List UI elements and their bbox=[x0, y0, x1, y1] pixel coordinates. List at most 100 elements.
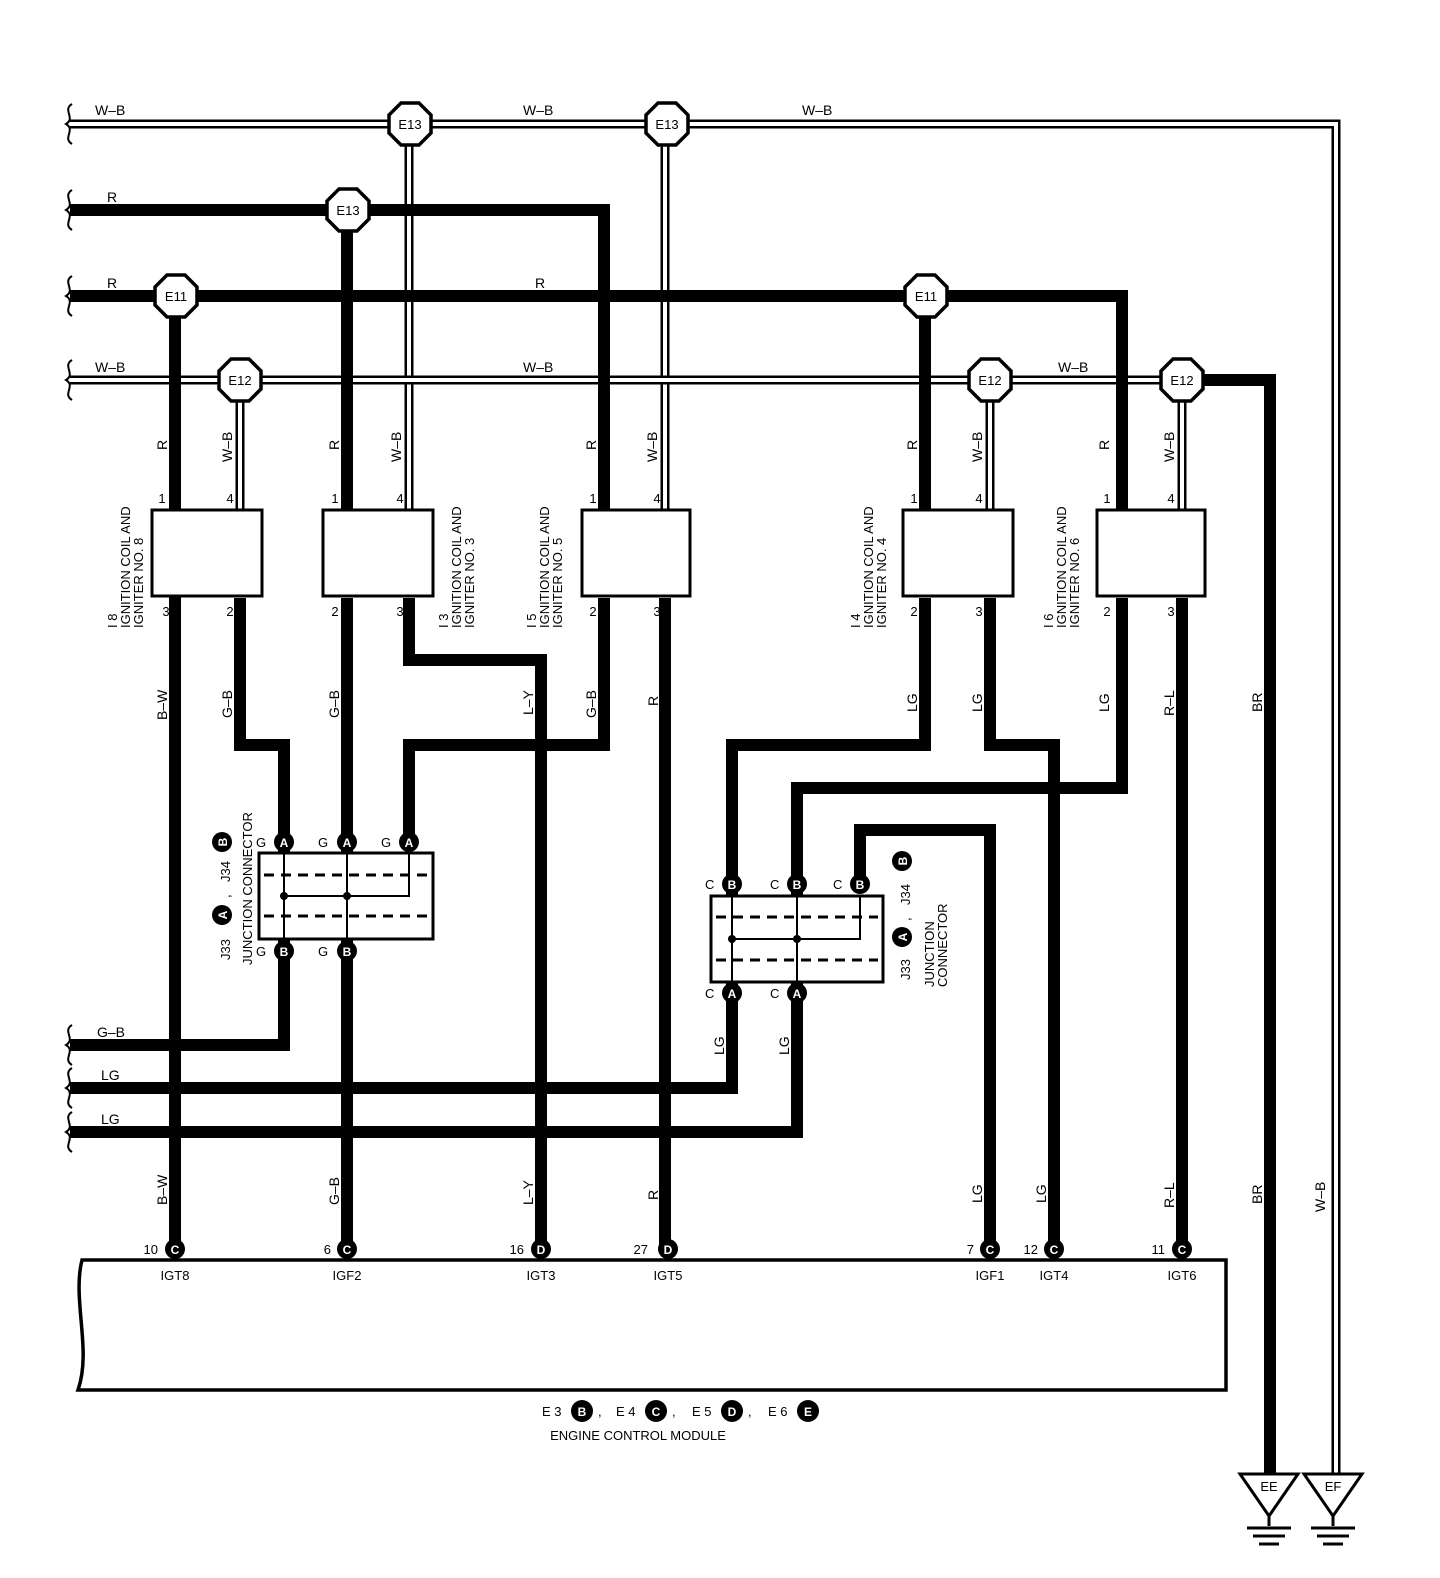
svg-text:IGT6: IGT6 bbox=[1168, 1268, 1197, 1283]
wire-lg-coil6 bbox=[70, 598, 1128, 1138]
svg-text:G: G bbox=[256, 835, 266, 850]
svg-text:1: 1 bbox=[1103, 491, 1110, 506]
coil8-ref: I 8 bbox=[105, 614, 120, 628]
svg-text:4: 4 bbox=[226, 491, 233, 506]
svg-text:E11: E11 bbox=[915, 289, 937, 304]
splice-e13-a: E13 bbox=[387, 101, 433, 147]
svg-text:A: A bbox=[728, 987, 737, 1001]
label-r-mid-1: R bbox=[107, 275, 117, 291]
splice-e12-a: E12 bbox=[217, 357, 263, 403]
svg-text:E13: E13 bbox=[398, 117, 421, 132]
svg-text:J33: J33 bbox=[218, 939, 233, 960]
svg-text:,: , bbox=[598, 1404, 602, 1419]
label-coil3-wb: W–B bbox=[388, 432, 404, 462]
svg-text:2: 2 bbox=[1103, 604, 1110, 619]
svg-text:C: C bbox=[705, 877, 714, 892]
label-left-lg-2: LG bbox=[101, 1111, 120, 1127]
svg-text:4: 4 bbox=[396, 491, 403, 506]
junction-right-title-2: CONNECTOR bbox=[935, 903, 950, 987]
ignition-coil-4: 1 4 2 3 I 4 IGNITION COIL AND IGNITER NO… bbox=[848, 491, 1015, 628]
svg-text:C: C bbox=[1050, 1243, 1059, 1257]
svg-text:J33: J33 bbox=[898, 959, 913, 980]
coil6-name-1: IGNITION COIL AND bbox=[1054, 506, 1069, 628]
svg-text:3: 3 bbox=[975, 604, 982, 619]
wire-lg-igf1 bbox=[854, 824, 996, 1248]
ecm-terminal-igt8: 10 C IGT8 bbox=[144, 1239, 190, 1283]
svg-text:,: , bbox=[218, 894, 233, 898]
svg-text:2: 2 bbox=[910, 604, 917, 619]
label-wb-top-1: W–B bbox=[95, 102, 125, 118]
svg-text:12: 12 bbox=[1024, 1242, 1038, 1257]
wire-lg-coil4 bbox=[70, 598, 931, 1094]
label-left-gb: G–B bbox=[97, 1024, 125, 1040]
svg-text:B: B bbox=[280, 945, 289, 959]
label-r-mid-2: R bbox=[535, 275, 545, 291]
svg-text:J34: J34 bbox=[218, 861, 233, 882]
svg-text:C: C bbox=[171, 1243, 180, 1257]
svg-text:C: C bbox=[652, 1405, 661, 1419]
ecm-terminal-igf2: 6 C IGF2 bbox=[324, 1239, 361, 1283]
svg-text:3: 3 bbox=[653, 604, 660, 619]
wire-r-top bbox=[70, 204, 610, 510]
svg-text:6: 6 bbox=[324, 1242, 331, 1257]
svg-text:4: 4 bbox=[1167, 491, 1174, 506]
coil5-ref: I 5 bbox=[524, 614, 539, 628]
label-wb-top-2: W–B bbox=[523, 102, 553, 118]
ignition-coil-8: 1 4 3 2 I 8 IGNITION COIL AND IGNITER NO… bbox=[105, 491, 264, 628]
ignition-coil-5: 1 4 2 3 I 5 IGNITION COIL AND IGNITER NO… bbox=[524, 491, 692, 628]
svg-text:,: , bbox=[748, 1404, 752, 1419]
svg-text:C: C bbox=[770, 986, 779, 1001]
label-mid-br: BR bbox=[1249, 693, 1265, 712]
label-coil6-wb: W–B bbox=[1161, 432, 1177, 462]
svg-text:E 5: E 5 bbox=[692, 1404, 712, 1419]
ignition-coil-6: 1 4 2 3 I 6 IGNITION COIL AND IGNITER NO… bbox=[1041, 491, 1207, 628]
wire-gb-coil5 bbox=[403, 598, 610, 845]
svg-text:G: G bbox=[318, 835, 328, 850]
coil5-name-2: IGNITER NO. 5 bbox=[550, 538, 565, 628]
coil3-name-1: IGNITION COIL AND bbox=[449, 506, 464, 628]
svg-text:G: G bbox=[318, 944, 328, 959]
svg-text:16: 16 bbox=[510, 1242, 524, 1257]
svg-text:E11: E11 bbox=[165, 289, 187, 304]
svg-text:2: 2 bbox=[226, 604, 233, 619]
svg-text:,: , bbox=[672, 1404, 676, 1419]
svg-text:E 4: E 4 bbox=[616, 1404, 636, 1419]
ecm-connector-refs: E 3 B , E 4 C , E 5 D , E 6 E ENGINE CON… bbox=[542, 1400, 819, 1443]
label-coil4-wb: W–B bbox=[969, 432, 985, 462]
label-r-top: R bbox=[107, 189, 117, 205]
svg-text:B: B bbox=[578, 1405, 587, 1419]
ecm-terminals: 10 C IGT8 6 C IGF2 16 D IGT3 27 D bbox=[144, 1239, 1197, 1283]
wire-break-marks bbox=[64, 103, 73, 1153]
junction-left-title: JUNCTION CONNECTOR bbox=[240, 812, 255, 965]
wire-ly bbox=[403, 598, 547, 1248]
svg-text:2: 2 bbox=[589, 604, 596, 619]
svg-text:B: B bbox=[896, 856, 910, 865]
label-mid-gb-2: G–B bbox=[326, 690, 342, 718]
label-wb-top-3: W–B bbox=[802, 102, 832, 118]
label-wb-low-2: W–B bbox=[523, 359, 553, 375]
svg-text:4: 4 bbox=[975, 491, 982, 506]
label-mid-lg-3: LG bbox=[1096, 693, 1112, 712]
label-jr-lg-1: LG bbox=[711, 1036, 727, 1055]
coil4-name-1: IGNITION COIL AND bbox=[861, 506, 876, 628]
svg-text:L–Y: L–Y bbox=[520, 1179, 536, 1205]
svg-text:2: 2 bbox=[331, 604, 338, 619]
svg-text:IGT5: IGT5 bbox=[654, 1268, 683, 1283]
label-coil4-r: R bbox=[904, 440, 920, 450]
svg-text:E13: E13 bbox=[336, 203, 359, 218]
label-wb-low-1: W–B bbox=[95, 359, 125, 375]
splice-e12-b: E12 bbox=[967, 357, 1013, 403]
svg-text:B: B bbox=[856, 878, 865, 892]
label-coil8-r: R bbox=[154, 440, 170, 450]
svg-text:D: D bbox=[537, 1243, 546, 1257]
svg-text:C: C bbox=[986, 1243, 995, 1257]
svg-text:27: 27 bbox=[634, 1242, 648, 1257]
label-wb-low-3: W–B bbox=[1058, 359, 1088, 375]
ecm-input-labels: B–W G–B L–Y R LG LG R–L BR W–B bbox=[154, 1174, 1328, 1212]
svg-text:IGT8: IGT8 bbox=[161, 1268, 190, 1283]
svg-text:IGT4: IGT4 bbox=[1040, 1268, 1069, 1283]
svg-text:G: G bbox=[381, 835, 391, 850]
svg-text:LG: LG bbox=[969, 1184, 985, 1203]
svg-text:G: G bbox=[256, 944, 266, 959]
